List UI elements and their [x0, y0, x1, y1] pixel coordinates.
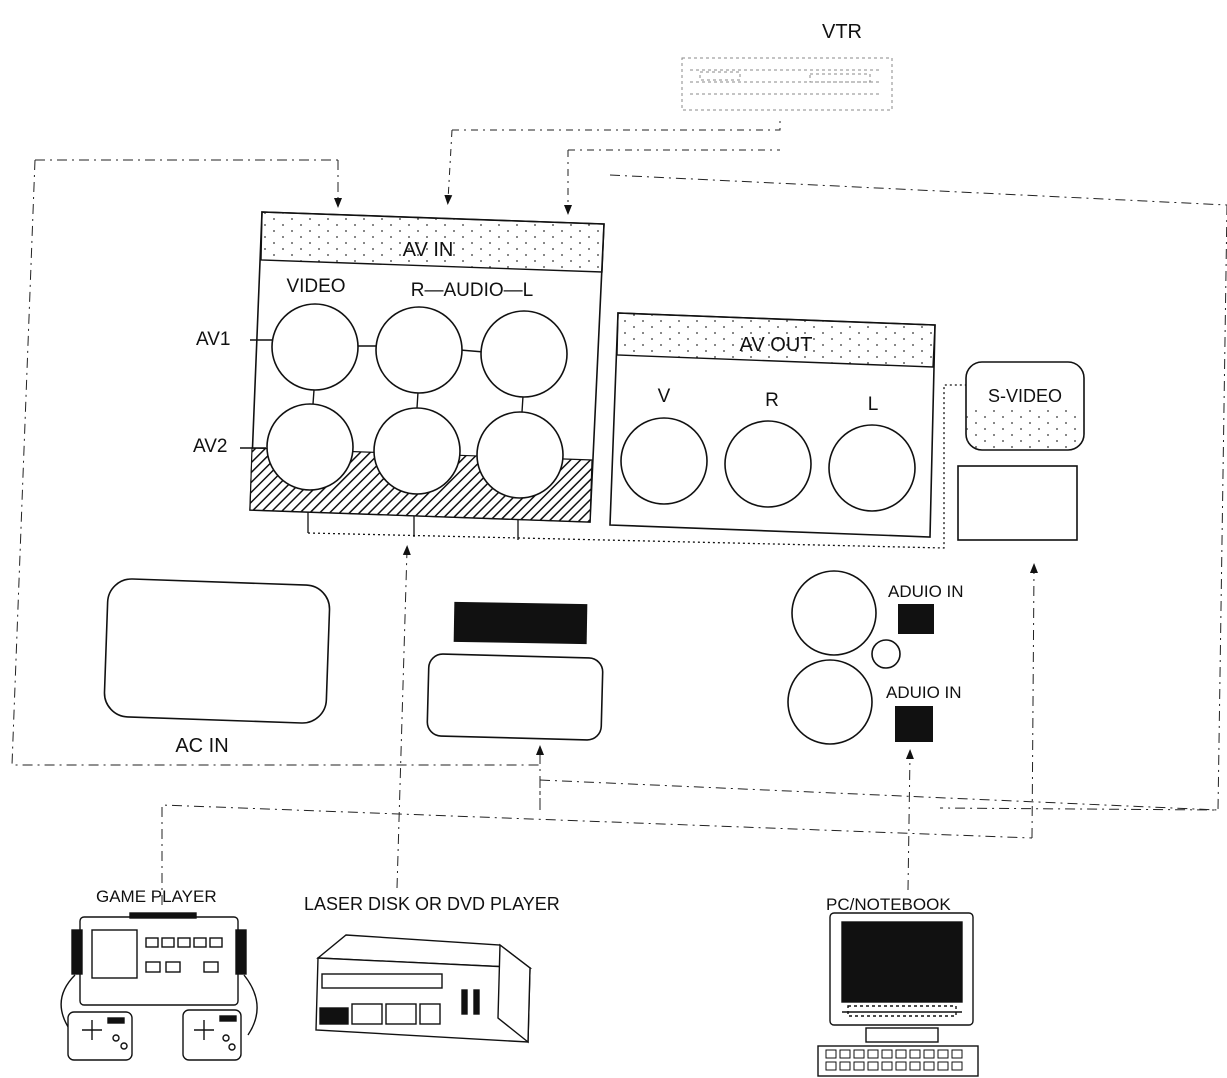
- av-in-dotted-bus: [307, 384, 966, 549]
- game-player-label: GAME PLAYER: [96, 887, 217, 906]
- av2-label: AV2: [193, 436, 228, 457]
- av1-audio-l-jack[interactable]: [480, 310, 568, 398]
- out-v-jack[interactable]: [620, 417, 708, 505]
- out-v-label: V: [658, 386, 671, 407]
- vtr-connection-lines: [444, 118, 781, 215]
- audio-in-jack-1[interactable]: [791, 570, 877, 656]
- s-video-label: S-VIDEO: [988, 386, 1062, 406]
- s-video-port[interactable]: [965, 361, 1085, 451]
- av-in-jacks: [266, 303, 568, 499]
- av2-video-jack[interactable]: [266, 403, 354, 491]
- pc-notebook-label: PC/NOTEBOOK: [826, 895, 951, 914]
- av1-video-jack[interactable]: [271, 303, 359, 391]
- audio-in-jack-2[interactable]: [787, 659, 873, 745]
- av-in-connector-lines: [240, 339, 524, 449]
- audio-in-label-1: ADUIO IN: [888, 582, 964, 601]
- game-input-port[interactable]: [426, 653, 604, 741]
- ac-in-port[interactable]: [103, 578, 331, 724]
- audio-in-switch-1[interactable]: [898, 604, 934, 634]
- av1-audio-r-jack[interactable]: [375, 306, 463, 394]
- video-label: VIDEO: [286, 276, 345, 297]
- audio-small-jack[interactable]: [871, 639, 901, 669]
- pc-monitor-icon: [817, 912, 979, 1077]
- av-out-label: AV OUT: [740, 334, 813, 356]
- av2-audio-r-jack[interactable]: [373, 407, 461, 495]
- audio-label: R—AUDIO—L: [411, 280, 533, 301]
- vtr-label: VTR: [822, 21, 862, 43]
- vtr-device-icon: [681, 57, 893, 111]
- dvd-player-icon: [315, 934, 533, 1044]
- av-out-jacks: [620, 417, 916, 512]
- ac-in-label: AC IN: [175, 735, 228, 757]
- game-console-icon: [60, 912, 258, 1061]
- out-l-label: L: [868, 394, 879, 415]
- out-l-jack[interactable]: [828, 424, 916, 512]
- av-in-label: AV IN: [403, 239, 454, 261]
- black-port-block: [453, 601, 588, 645]
- audio-in-jacks: [787, 570, 901, 745]
- laser-disk-label: LASER DISK OR DVD PLAYER: [304, 894, 560, 914]
- audio-in-switch-2[interactable]: [895, 706, 933, 742]
- out-r-jack[interactable]: [724, 420, 812, 508]
- av1-label: AV1: [196, 329, 231, 350]
- av2-audio-l-jack[interactable]: [476, 411, 564, 499]
- vga-port[interactable]: [957, 465, 1078, 541]
- bottom-connection-lines: [161, 545, 1038, 905]
- out-r-label: R: [765, 390, 779, 411]
- panel-outline: [11, 159, 1227, 811]
- audio-in-label-2: ADUIO IN: [886, 683, 962, 702]
